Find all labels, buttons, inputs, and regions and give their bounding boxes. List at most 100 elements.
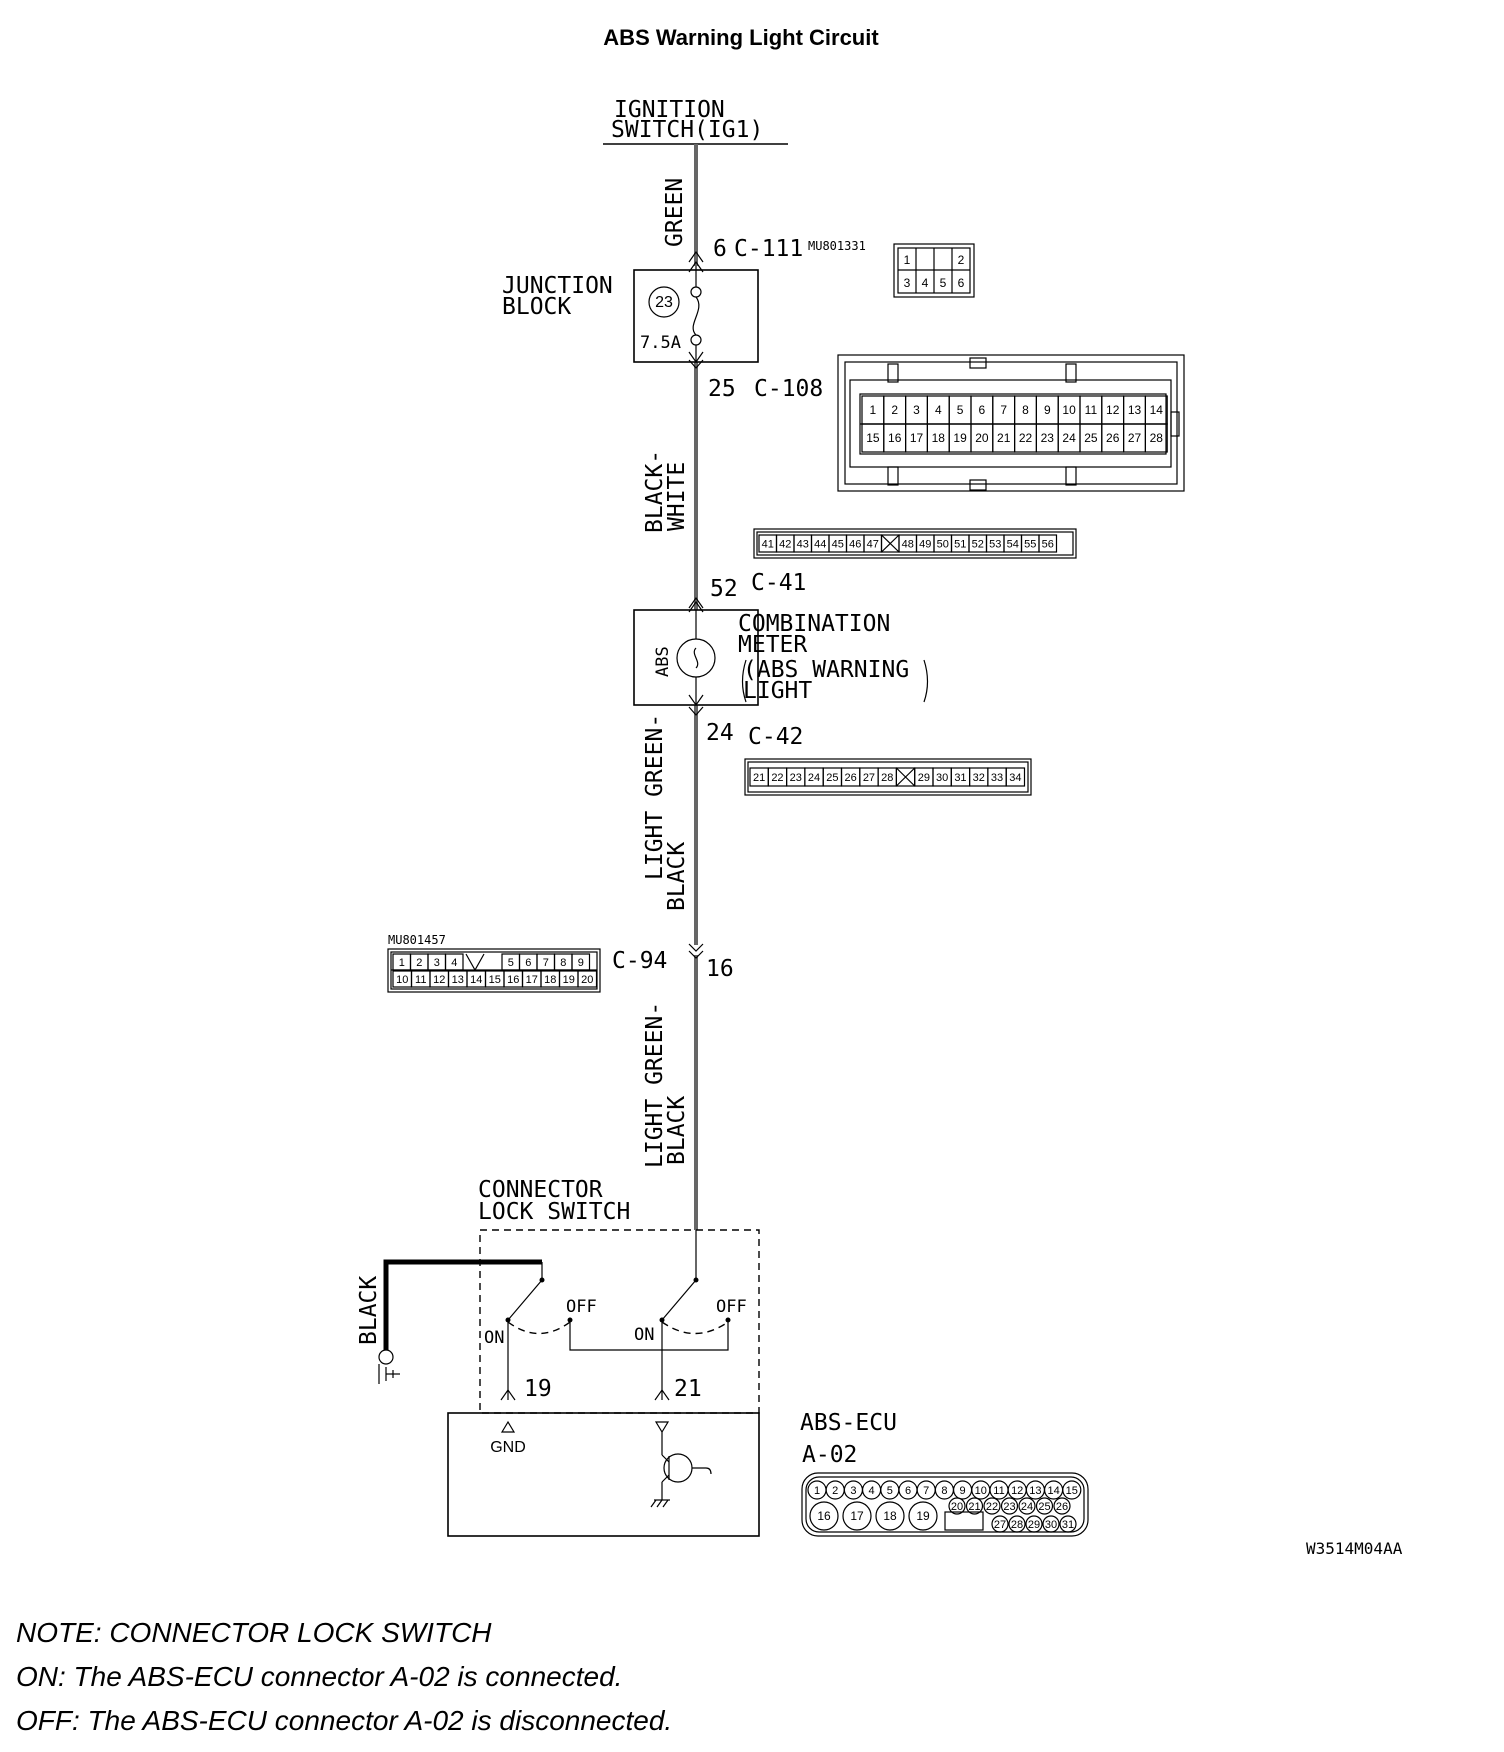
c94-terminal-mark-bottom bbox=[688, 950, 704, 959]
ecu-ground-symbol bbox=[650, 1499, 670, 1508]
pin-cell: 2 bbox=[891, 403, 898, 417]
c108-terminal-mark bbox=[688, 359, 704, 369]
wire-color-black: BLACK bbox=[356, 1276, 382, 1345]
c41-name: C-41 bbox=[751, 570, 806, 596]
pin-cell: 45 bbox=[832, 539, 844, 551]
switch2-on-label: ON bbox=[634, 1325, 654, 1345]
c111-pin-cell: 6 bbox=[958, 276, 965, 290]
pin-cell: 1 bbox=[814, 1485, 820, 1497]
c42-name: C-42 bbox=[748, 724, 803, 750]
pin-cell: 18 bbox=[883, 1509, 897, 1523]
pin-cell: 16 bbox=[817, 1509, 831, 1523]
ecu-name: ABS-ECU bbox=[800, 1410, 897, 1436]
transistor-base bbox=[692, 1467, 712, 1475]
ecu-gnd-label: GND bbox=[490, 1439, 526, 1456]
pin-cell: 44 bbox=[814, 539, 826, 551]
pin-cell: 5 bbox=[887, 1485, 893, 1497]
c94-part-number: MU801457 bbox=[388, 933, 446, 947]
diagram-title: ABS Warning Light Circuit bbox=[603, 25, 879, 50]
pin-cell: 22 bbox=[986, 1501, 998, 1513]
c111-pin-cell: 1 bbox=[904, 253, 911, 267]
c94-terminal-mark-top bbox=[688, 943, 704, 952]
ground-symbol bbox=[378, 1364, 400, 1384]
pin-cell: 20 bbox=[951, 1501, 963, 1513]
c41-terminal-mark bbox=[688, 596, 704, 609]
pin-cell: 24 bbox=[1062, 431, 1076, 445]
pin-cell: 33 bbox=[991, 772, 1003, 784]
pin-cell: 15 bbox=[866, 431, 880, 445]
pin-cell: 50 bbox=[937, 539, 949, 551]
pin-cell: 11 bbox=[993, 1485, 1004, 1497]
pin-cell: 21 bbox=[968, 1501, 980, 1513]
pin-cell: 14 bbox=[470, 974, 482, 986]
pin-cell: 17 bbox=[910, 431, 924, 445]
meter-label-line2: METER bbox=[738, 632, 807, 658]
pin-cell: 25 bbox=[826, 772, 838, 784]
pin-cell: 12 bbox=[433, 974, 445, 986]
pin-cell: 41 bbox=[762, 539, 774, 551]
fuse-number: 23 bbox=[655, 294, 673, 311]
pin-cell: 20 bbox=[581, 974, 593, 986]
pin-cell: 11 bbox=[415, 974, 426, 986]
pin-cell: 53 bbox=[989, 539, 1001, 551]
pin-cell: 19 bbox=[916, 1509, 930, 1523]
pin-cell: 18 bbox=[544, 974, 556, 986]
pin-cell: 23 bbox=[1003, 1501, 1015, 1513]
c111-name: C-111 bbox=[734, 236, 803, 262]
pin-cell: 32 bbox=[973, 772, 985, 784]
c94-pin: 16 bbox=[706, 956, 734, 982]
pin-cell: 13 bbox=[1128, 403, 1142, 417]
switch-signal-side: ON OFF bbox=[634, 1230, 747, 1401]
c111-face: 1 2 3 4 5 6 bbox=[893, 243, 975, 298]
pin-cell: 3 bbox=[434, 957, 440, 969]
pin-cell: 29 bbox=[1028, 1519, 1040, 1531]
lock-switch-label-line1: CONNECTOR bbox=[478, 1177, 603, 1203]
pin-cell: 27 bbox=[863, 772, 875, 784]
pin-cell: 20 bbox=[975, 431, 989, 445]
pin-cell: 27 bbox=[1128, 431, 1142, 445]
ignition-switch-label-line2: SWITCH(IG1) bbox=[611, 117, 763, 143]
pin-cell: 14 bbox=[1047, 1485, 1059, 1497]
pin-cell: 42 bbox=[779, 539, 791, 551]
pin-cell: 4 bbox=[935, 403, 942, 417]
c108-pin: 25 bbox=[708, 376, 736, 402]
note-line-2: ON: The ABS-ECU connector A-02 is connec… bbox=[16, 1661, 622, 1692]
pin-cell: 22 bbox=[771, 772, 783, 784]
pin-cell: 12 bbox=[1011, 1485, 1023, 1497]
junction-block-label-line1: JUNCTION bbox=[502, 273, 613, 299]
ground-wire bbox=[383, 1259, 542, 1350]
pin-cell: 4 bbox=[869, 1485, 875, 1497]
fuse-rating: 7.5A bbox=[640, 333, 681, 353]
pin-cell: 9 bbox=[578, 957, 584, 969]
ecu-connector-name: A-02 bbox=[802, 1442, 857, 1468]
pin-cell: 15 bbox=[489, 974, 501, 986]
connector-lock-switch: CONNECTOR LOCK SWITCH BLACK ON OFF bbox=[356, 1177, 760, 1414]
pin-cell: 28 bbox=[881, 772, 893, 784]
pin-cell: 7 bbox=[923, 1485, 929, 1497]
jb-in-terminal bbox=[688, 260, 704, 273]
note-line-1: NOTE: CONNECTOR LOCK SWITCH bbox=[16, 1617, 492, 1648]
pin-cell: 16 bbox=[888, 431, 902, 445]
gnd-triangle bbox=[500, 1420, 516, 1433]
meter-badge: ABS bbox=[653, 646, 673, 677]
diagram-code: W3514M04AA bbox=[1306, 1539, 1403, 1558]
c111-part-number: MU801331 bbox=[808, 239, 866, 253]
pin-cell: 30 bbox=[936, 772, 948, 784]
meter-label-line3: (ABS WARNING bbox=[743, 657, 909, 683]
pin-cell: 25 bbox=[1084, 431, 1098, 445]
ignition-switch-label-line1: IGNITION bbox=[614, 97, 725, 123]
pin-cell: 22 bbox=[1019, 431, 1033, 445]
pin-cell: 9 bbox=[960, 1485, 966, 1497]
pin-cell: 9 bbox=[1044, 403, 1051, 417]
wire-color-black-white-line2: WHITE bbox=[664, 462, 690, 531]
meter-label-bracket-left bbox=[741, 659, 747, 703]
pin-cell: 28 bbox=[1150, 431, 1164, 445]
junction-block-label-line2: BLOCK bbox=[502, 294, 571, 320]
pin-cell: 5 bbox=[957, 403, 964, 417]
pin-cell: 26 bbox=[1106, 431, 1120, 445]
pin-cell: 12 bbox=[1106, 403, 1120, 417]
